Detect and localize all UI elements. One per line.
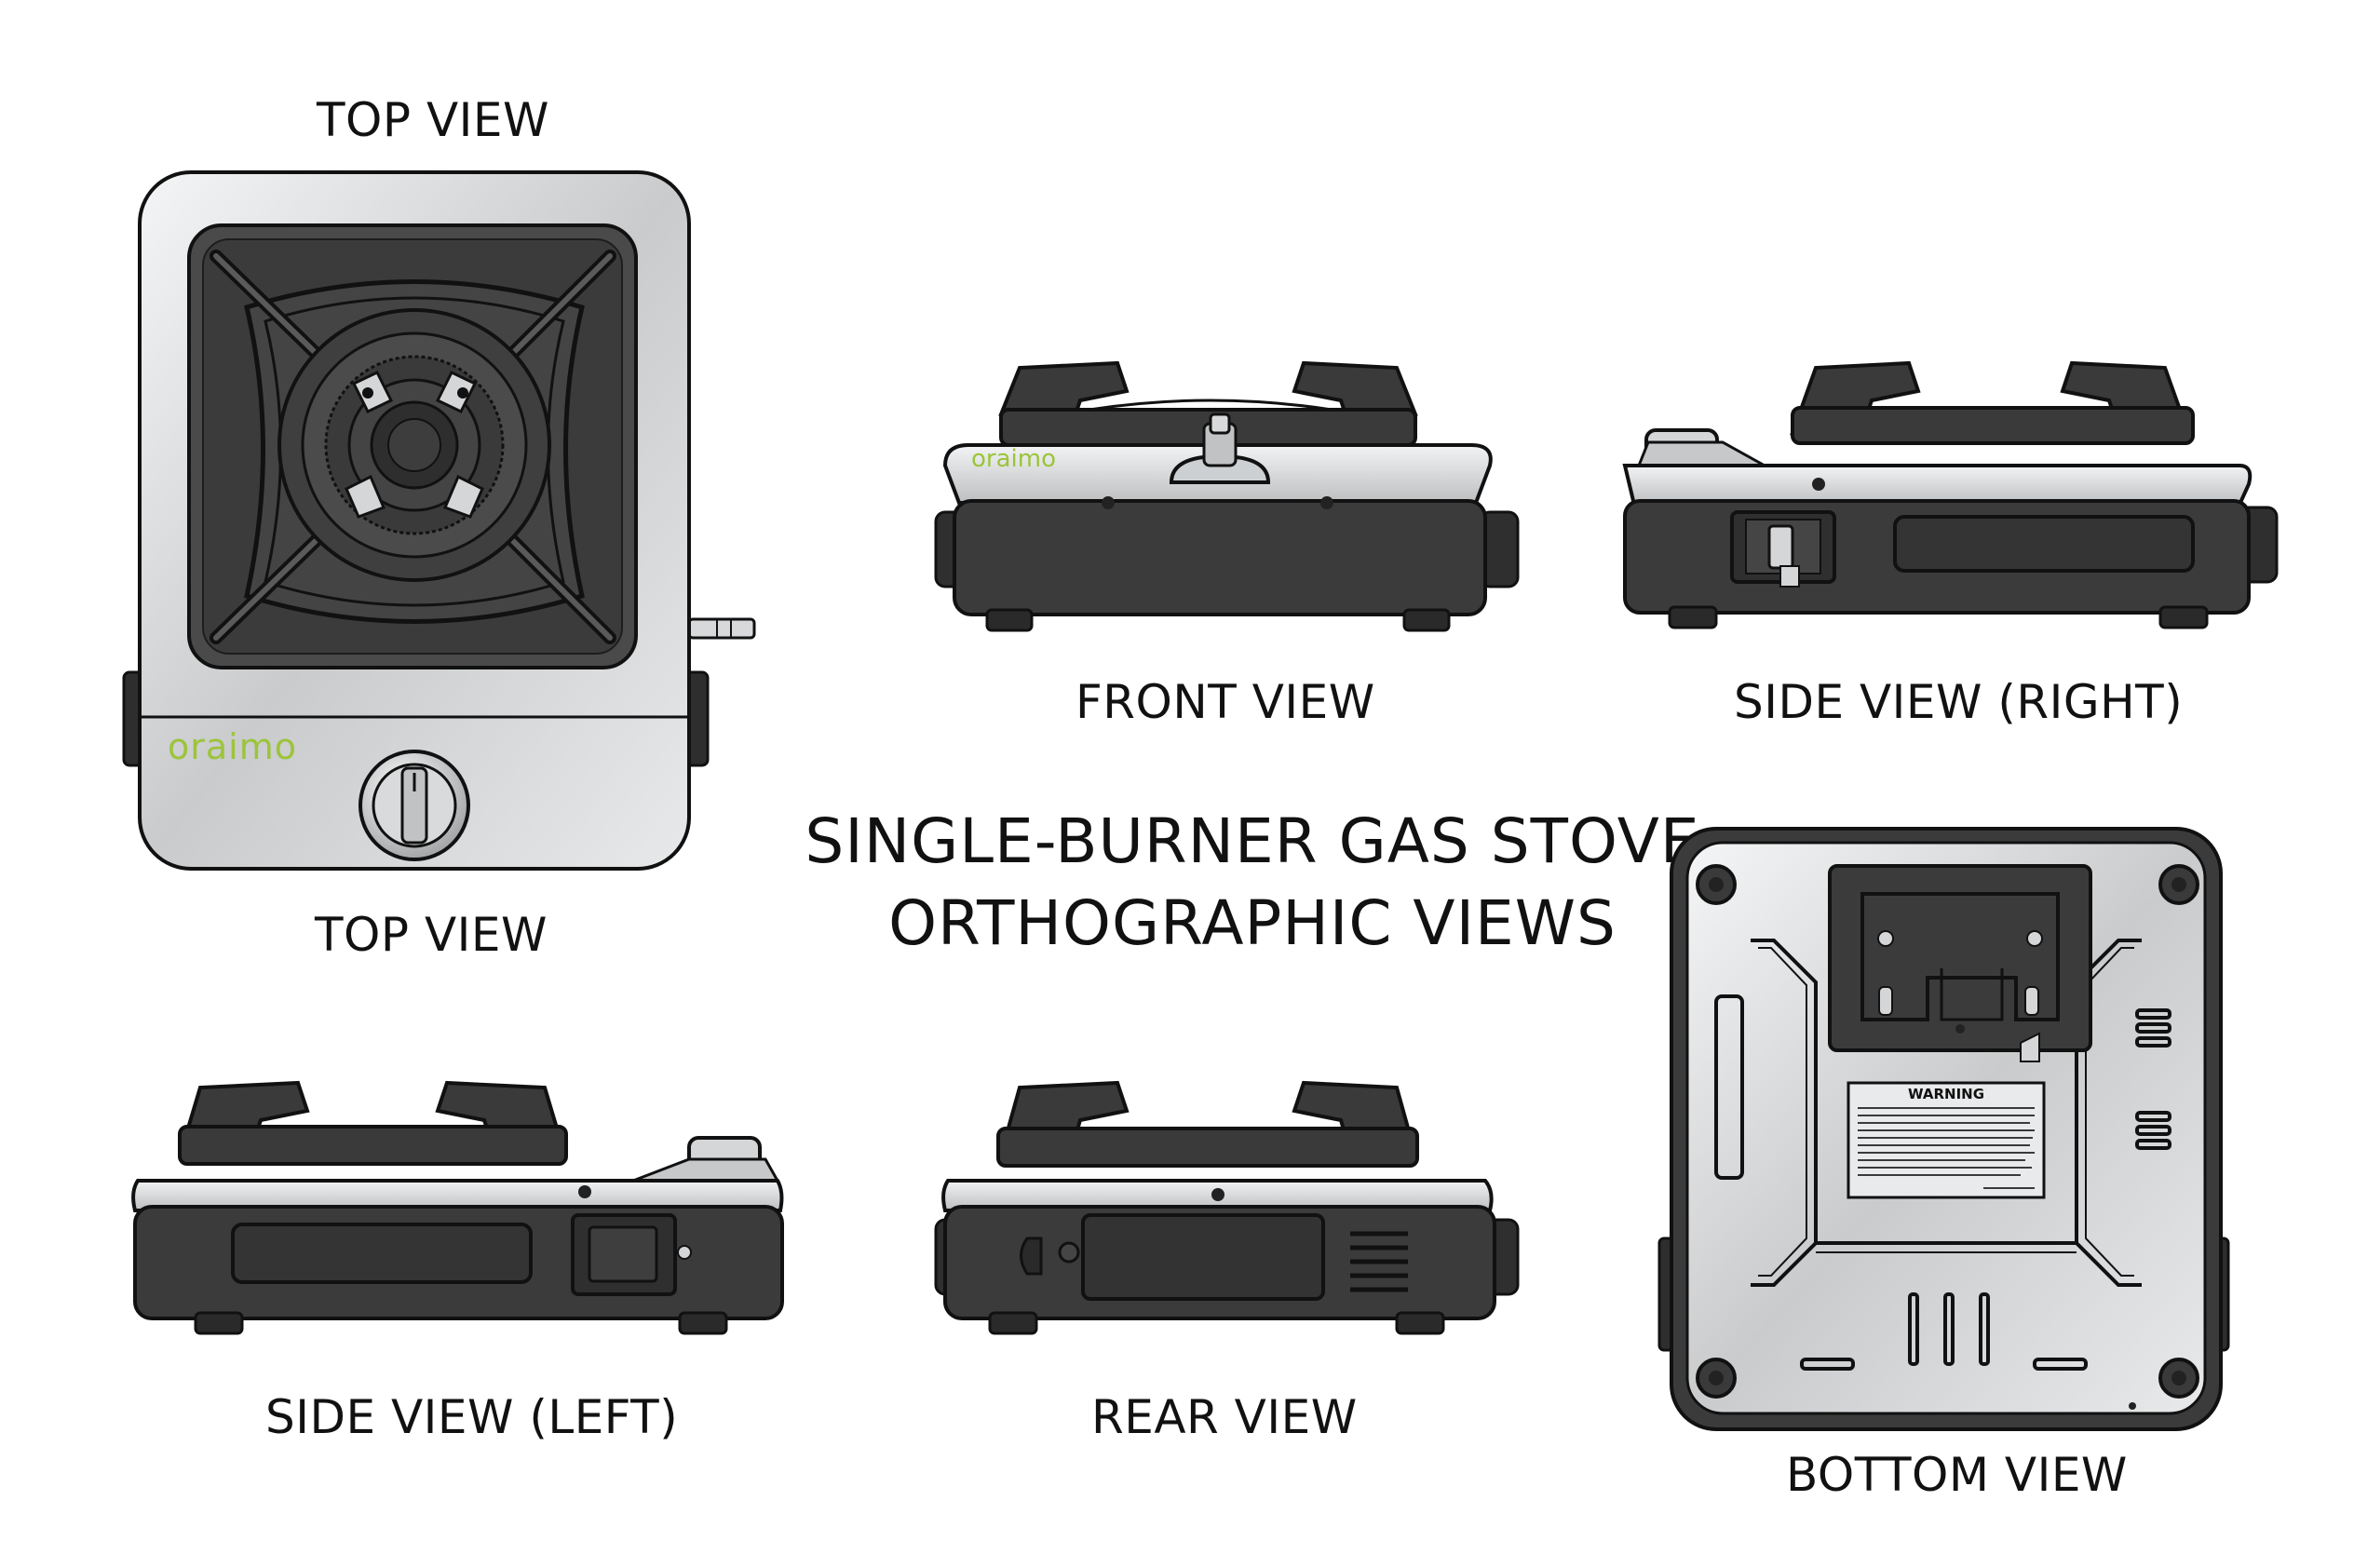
diagram-title: SINGLE-BURNER GAS STOVE ORTHOGRAPHIC VIE…: [708, 801, 1797, 965]
rear-view-label: REAR VIEW: [1091, 1390, 1358, 1444]
title-line-1: SINGLE-BURNER GAS STOVE: [805, 805, 1700, 877]
bottom-view-label: BOTTOM VIEW: [1786, 1448, 2128, 1502]
front-view-label: FRONT VIEW: [1076, 675, 1375, 729]
side-view-right-label: SIDE VIEW (RIGHT): [1734, 675, 2184, 729]
warning-label-title: WARNING: [1907, 1086, 1985, 1102]
top-view-brand-logo: oraimo: [168, 726, 297, 767]
top-view-caption: TOP VIEW: [315, 908, 548, 962]
top-view-heading: TOP VIEW: [317, 93, 549, 147]
title-line-2: ORTHOGRAPHIC VIEWS: [888, 887, 1617, 959]
front-view-brand-logo: oraimo: [971, 445, 1056, 473]
side-view-left-label: SIDE VIEW (LEFT): [265, 1390, 679, 1444]
